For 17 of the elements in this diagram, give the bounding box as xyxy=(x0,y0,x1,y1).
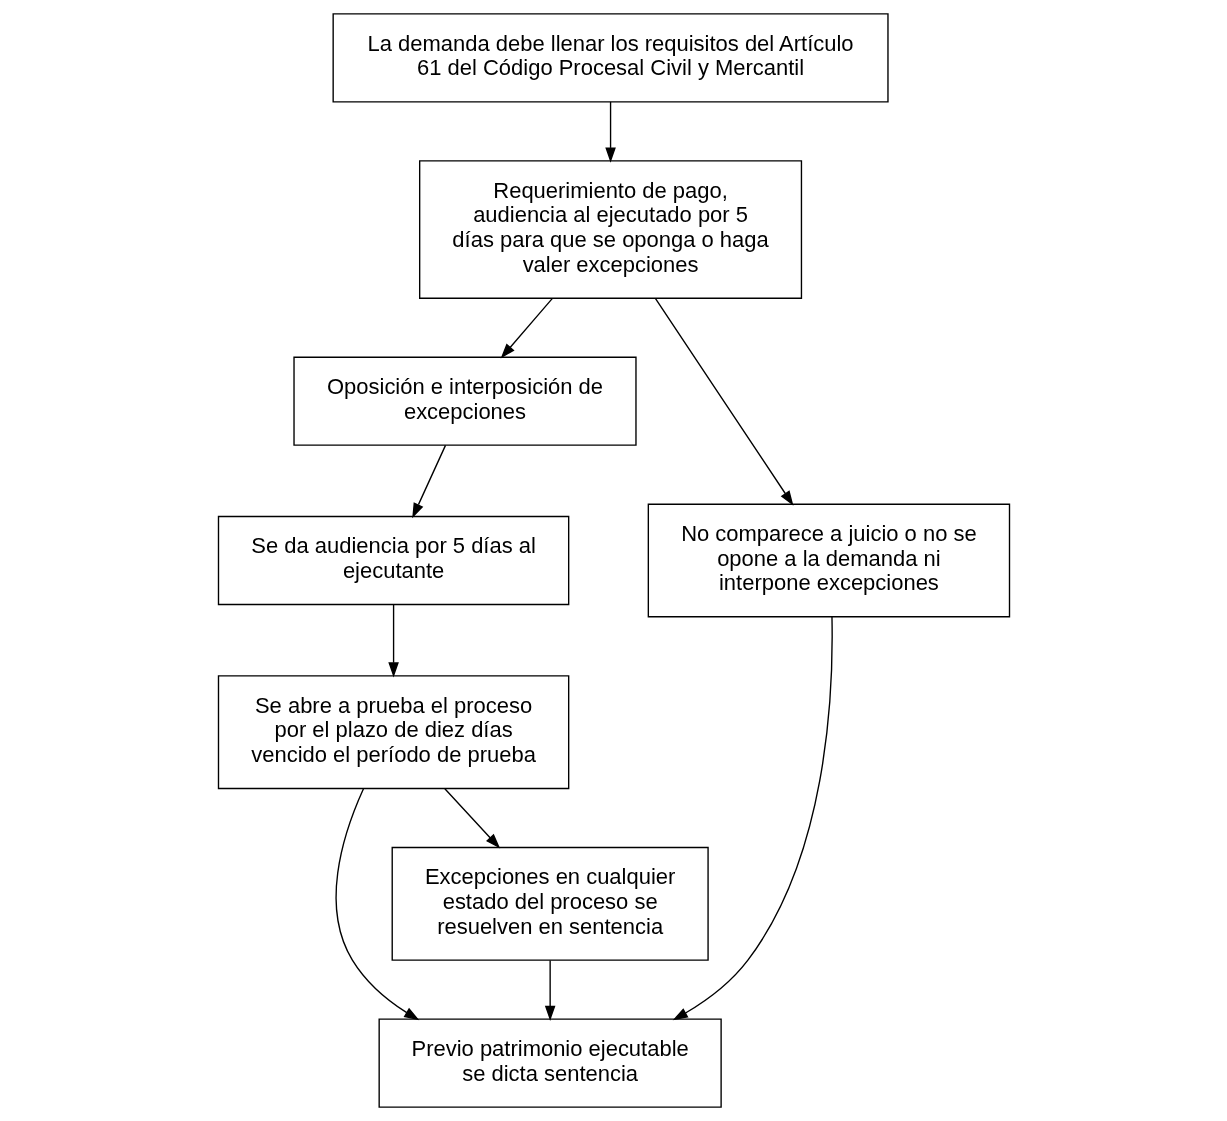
arrow xyxy=(672,616,833,1021)
node-box: Previo patrimonio ejecutable se dicta sentencia xyxy=(378,1018,722,1108)
node-box: Oposición e interposición de excepciones xyxy=(292,356,637,446)
arrow xyxy=(335,788,419,1021)
arrow xyxy=(443,788,500,849)
arrow xyxy=(411,444,446,519)
node-box: La demanda debe llenar los requisitos del Artículo 61 del Código Procesal Civil y Mercantil xyxy=(331,13,889,103)
arrow xyxy=(604,101,616,163)
node-box: Requerimiento de pago, audiencia al ejecutado por 5 días para que se oponga o haga valer excepciones xyxy=(418,160,802,299)
arrow xyxy=(544,959,555,1021)
arrow xyxy=(500,297,553,359)
node-box: Excepciones en cualquier estado del proceso se resuelven en sentencia xyxy=(391,846,709,961)
arrow xyxy=(654,297,793,506)
node-box: Se da audiencia por 5 días al ejecutante xyxy=(217,515,569,606)
node-box: Se abre a prueba el proceso por el plazo de diez días vencido el período de prueba xyxy=(217,675,569,790)
node-box: No comparece a juicio o no se opone a la demanda ni interpone excepciones xyxy=(647,503,1010,618)
arrow xyxy=(387,603,399,678)
